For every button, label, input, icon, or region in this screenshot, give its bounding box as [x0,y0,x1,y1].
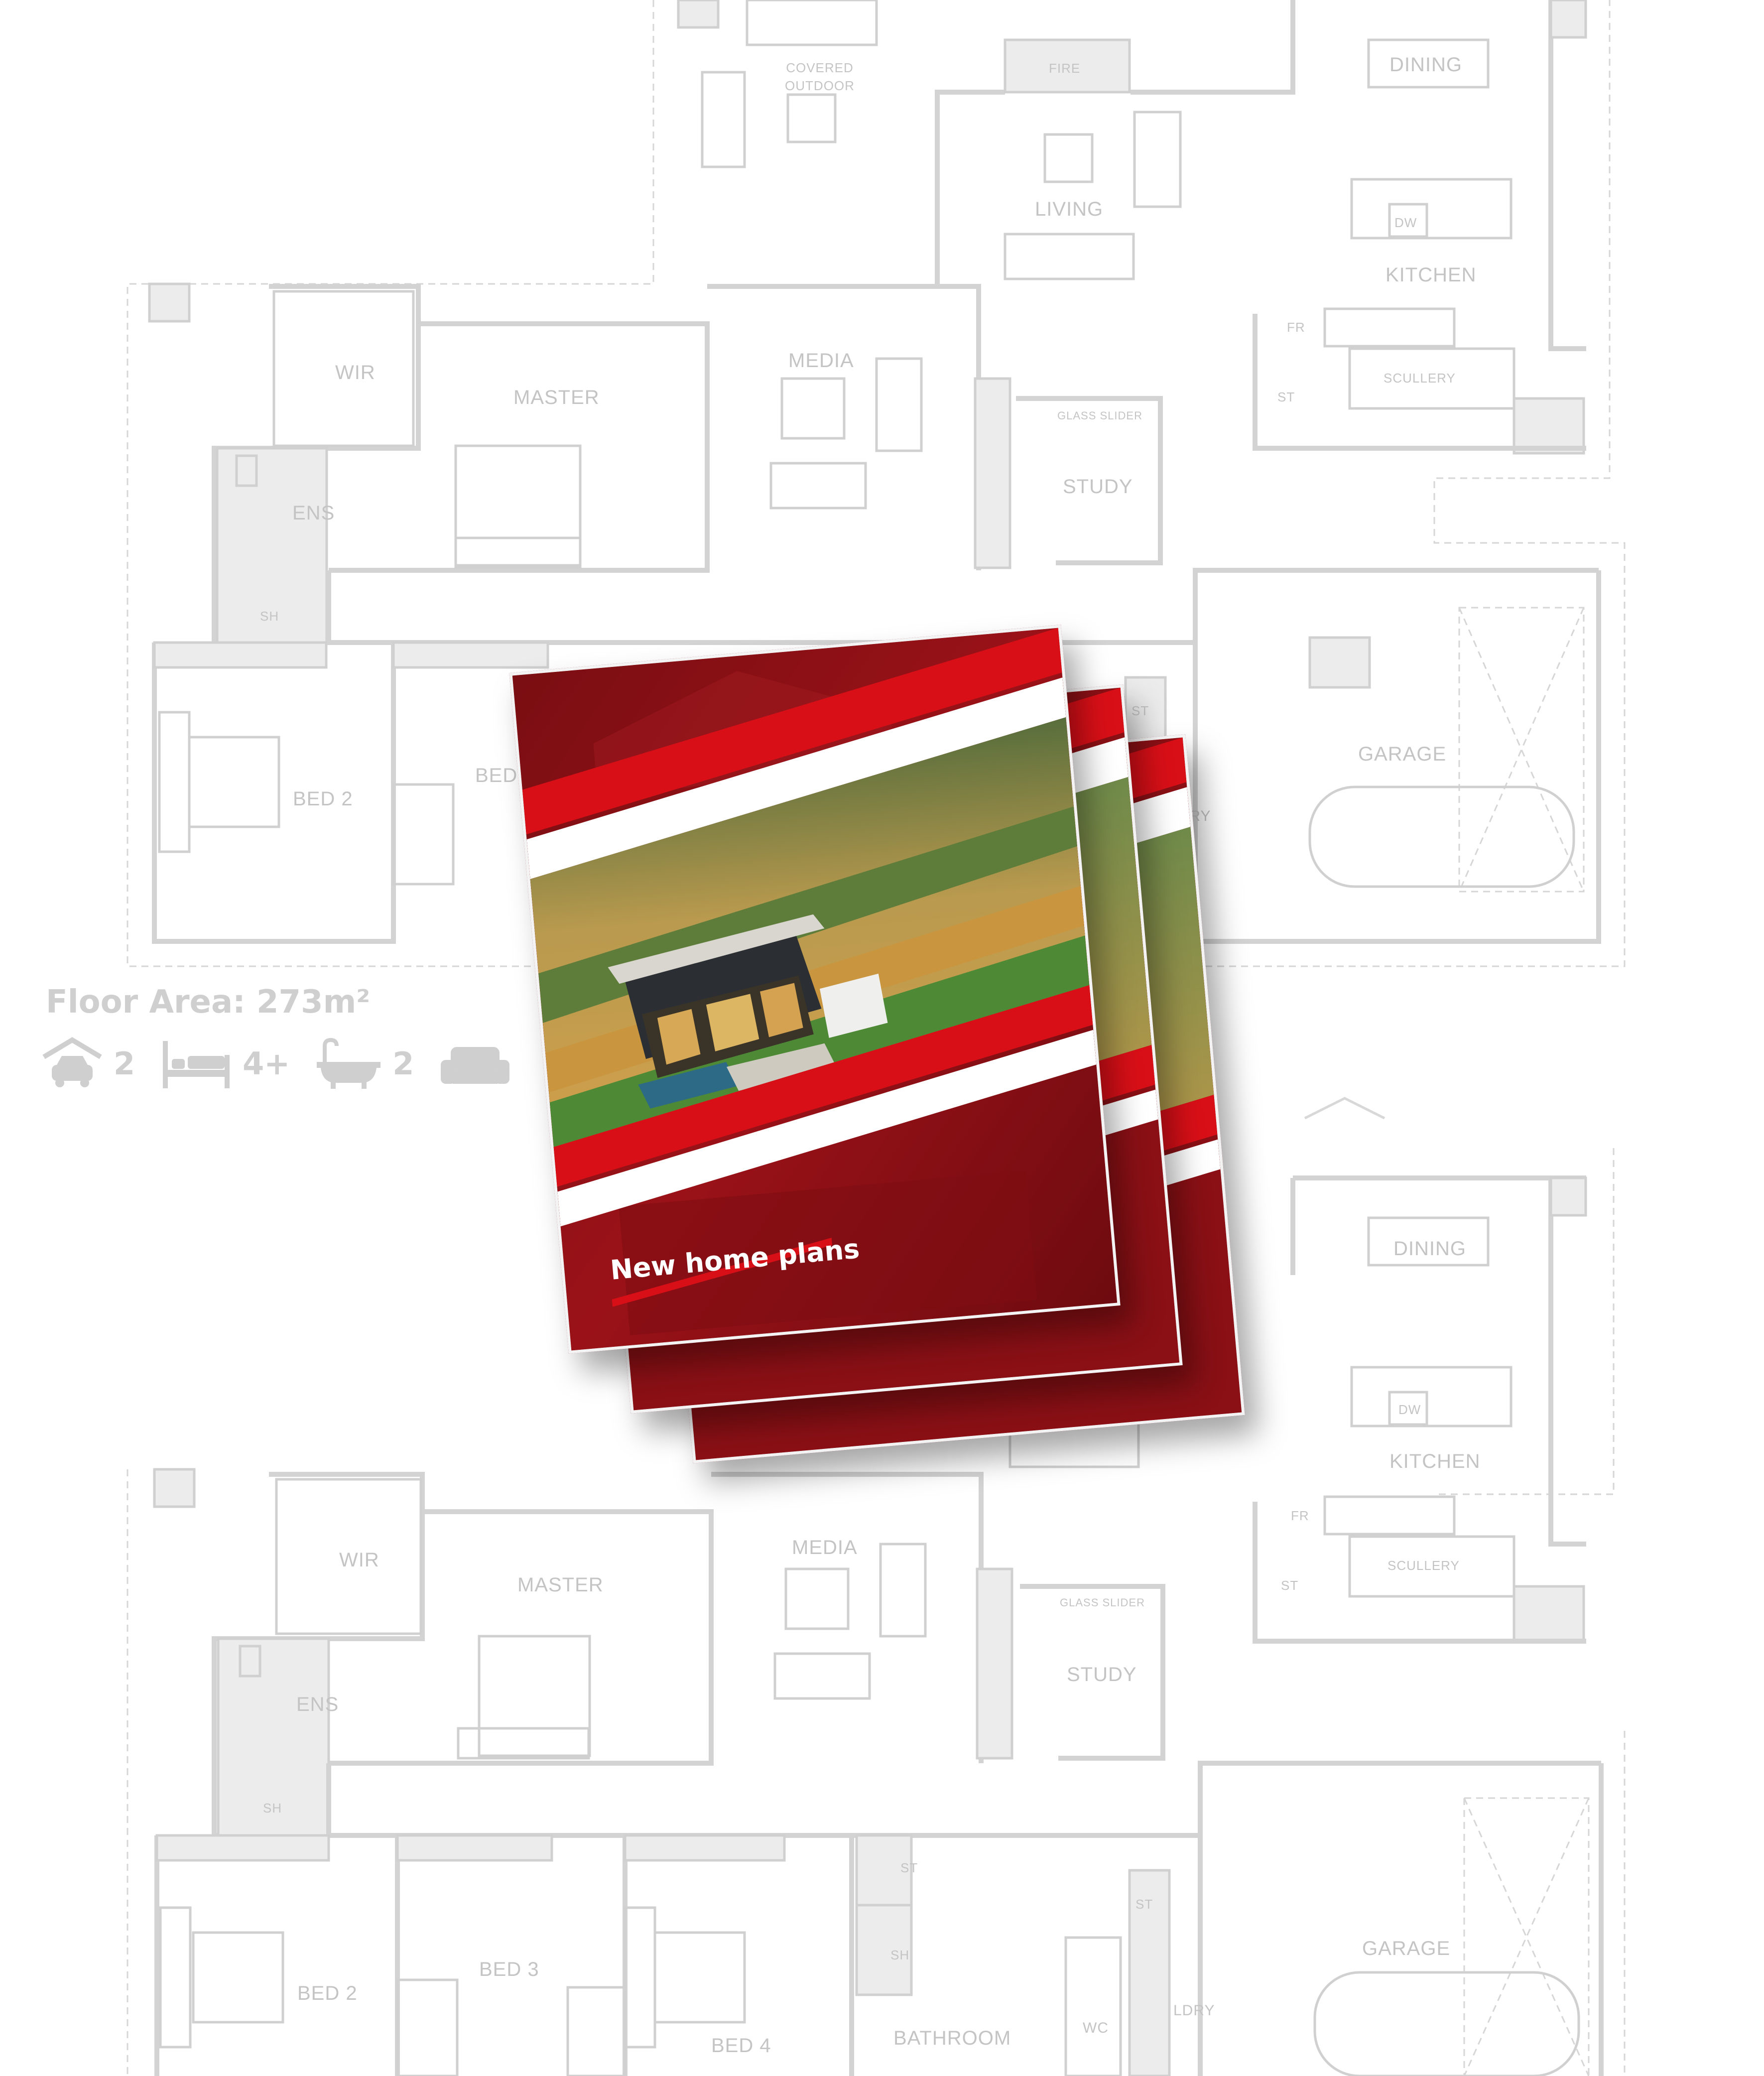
label-fr-b: FR [1291,1508,1309,1523]
label-bed3-b: BED 3 [479,1958,539,1980]
label-sh: SH [260,609,279,624]
floor-area-text: Floor Area: 273m² [46,984,371,1021]
bed-count: 4+ [243,1045,290,1082]
label-fire: FIRE [1049,61,1081,76]
label-ldry-b: LDRY [1173,2002,1215,2019]
garage-count: 2 [114,1045,135,1082]
top-floor-plan [126,0,1626,967]
bottom-floor-plan [126,1097,1626,2076]
feature-garage: 2 [40,1036,135,1091]
label-scullery: SCULLERY [1384,371,1456,386]
garage-icon [42,1037,102,1087]
label-garage: GARAGE [1358,743,1447,765]
label-ens: ENS [292,502,335,524]
label-dw-b: DW [1398,1402,1421,1417]
label-scullery-b: SCULLERY [1387,1558,1460,1573]
label-wir: WIR [335,362,376,384]
bed-icon [163,1041,230,1088]
label-bed3-partial: BED [475,765,518,786]
label-ens-b: ENS [296,1693,339,1715]
label-dining: DINING [1389,54,1462,76]
label-bed2-b: BED 2 [297,1982,358,2004]
bath-count: 2 [392,1045,414,1082]
label-sh-b: SH [263,1801,282,1816]
brochure-front: New home plans [509,625,1121,1354]
label-glass-slider-b: GLASS SLIDER [1060,1596,1145,1609]
label-study-b: STUDY [1067,1664,1137,1686]
label-master: MASTER [513,387,600,408]
feature-icons-row: 2 4+ 2 [40,1036,512,1091]
label-kitchen-b: KITCHEN [1389,1450,1481,1472]
feature-bath: 2 [314,1036,414,1091]
label-wc-b: WC [1083,2020,1109,2036]
label-bed2: BED 2 [293,788,353,810]
label-wir-b: WIR [339,1549,379,1571]
label-st-kitchen-b: ST [1281,1578,1299,1593]
label-media: MEDIA [788,350,854,372]
label-st-bath-b: ST [900,1860,918,1875]
label-media-b: MEDIA [792,1537,858,1558]
sofa-icon [441,1047,510,1084]
label-bathroom-b: BATHROOM [893,2027,1011,2049]
label-dining-b: DINING [1393,1238,1466,1260]
label-study: STUDY [1063,476,1133,498]
label-living: LIVING [1035,198,1104,220]
label-glass-slider: GLASS SLIDER [1057,409,1142,422]
label-st-laundry-b: ST [1135,1897,1153,1912]
bathtub-icon [317,1038,381,1089]
label-bed4-b: BED 4 [711,2035,771,2057]
label-st-kitchen: ST [1277,389,1295,404]
label-garage-b: GARAGE [1362,1938,1451,1959]
feature-living [438,1036,512,1091]
label-sh-bath-b: SH [890,1947,910,1962]
label-kitchen: KITCHEN [1386,264,1477,286]
label-covered-outdoor: COVERED OUTDOOR [785,60,855,93]
label-fr: FR [1287,320,1305,335]
label-st-laundry: ST [1132,703,1149,718]
feature-bed: 4+ [159,1036,290,1091]
label-master-b: MASTER [517,1574,604,1596]
label-dw: DW [1394,215,1417,230]
cover-art-front [512,628,1118,1351]
